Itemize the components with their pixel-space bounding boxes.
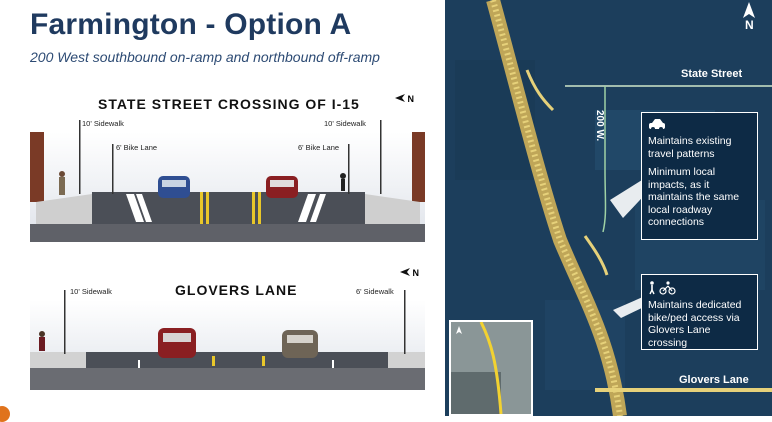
callout1-text-1: Maintains existing travel patterns (648, 135, 732, 160)
north-arrow-icon (400, 268, 410, 276)
glovers-sidewalk-left-label: 10' Sidewalk (70, 287, 112, 296)
inset-map (449, 320, 533, 416)
glovers-north-label: N (412, 268, 420, 278)
page-title: Farmington - Option A (30, 8, 352, 41)
state-bike-left-label: 6' Bike Lane (116, 143, 158, 152)
state-sidewalk-left-label: 10' Sidewalk (82, 119, 124, 128)
glovers-cross-section (30, 290, 425, 390)
callout2-text-1: Maintains dedicated bike/ped access via … (648, 299, 742, 349)
map-panel: N State Street 200 W. Glovers Lane Maint… (445, 0, 772, 416)
state-north-label: N (407, 94, 415, 104)
state-north-arrow: N (395, 94, 414, 104)
glovers-sidewalk-right-label: 6' Sidewalk (356, 287, 394, 296)
orange-bullet (0, 406, 10, 422)
page-subtitle: 200 West southbound on-ramp and northbou… (30, 49, 380, 65)
state-cross-section (30, 112, 425, 242)
state-cross-section-drawing (30, 120, 425, 242)
glovers-lane-map-label: Glovers Lane (679, 374, 749, 386)
callout-travel-patterns: Maintains existing travel patterns Minim… (641, 112, 758, 240)
state-sidewalk-right-label: 10' Sidewalk (324, 119, 366, 128)
state-section-title: STATE STREET CROSSING OF I-15 (98, 96, 360, 112)
north-arrow-icon (395, 94, 405, 102)
callout-bike-ped: Maintains dedicated bike/ped access via … (641, 274, 758, 350)
glovers-section-title: GLOVERS LANE (175, 282, 298, 298)
map-north-label: N (745, 18, 754, 32)
callout1-text-2: Minimum local impacts, as it maintains t… (648, 166, 740, 228)
road-200w-label: 200 W. (594, 110, 605, 142)
state-bike-right-label: 6' Bike Lane (298, 143, 340, 152)
glovers-cross-section-drawing (30, 290, 425, 390)
glovers-north-arrow: N (400, 268, 419, 278)
car-icon (649, 119, 665, 131)
pedestrian-bike-icon (649, 281, 676, 295)
left-panel: Farmington - Option A 200 West southboun… (0, 8, 425, 422)
inset-map-drawing (451, 322, 531, 414)
state-street-label: State Street (681, 68, 743, 80)
